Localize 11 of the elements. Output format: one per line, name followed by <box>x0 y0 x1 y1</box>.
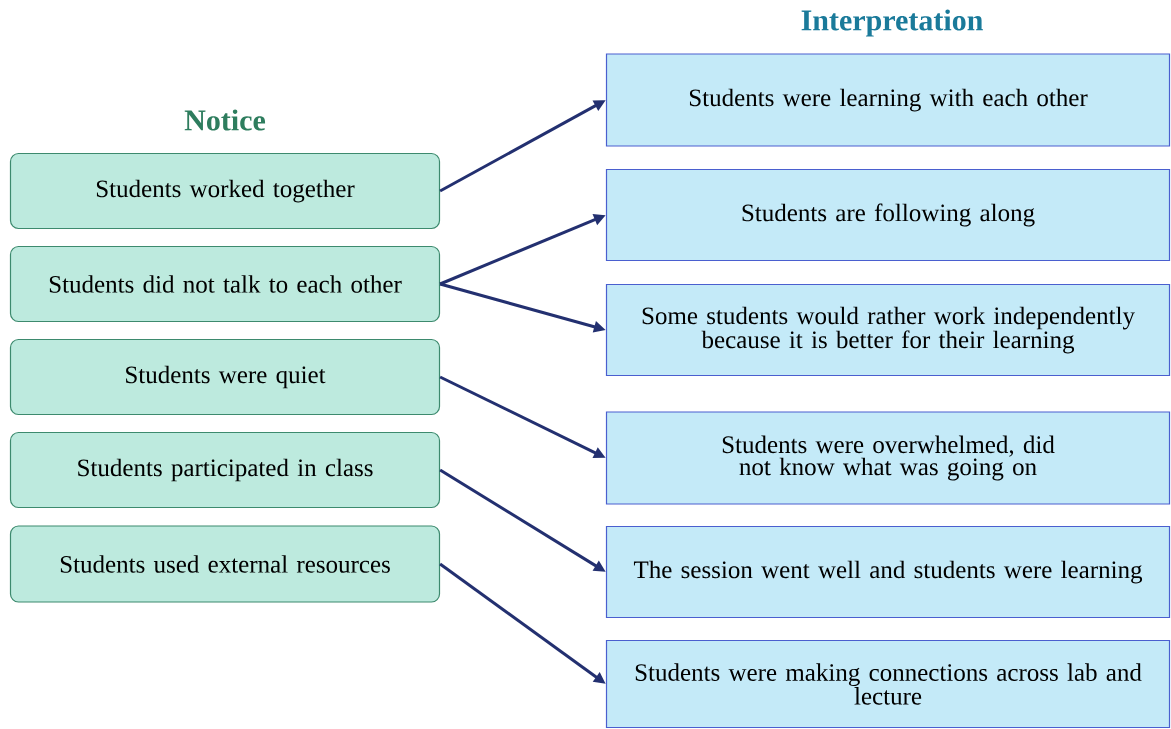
interpretation-box: Students were learning with each other <box>605 53 1171 147</box>
interpretation-box: Students are following along <box>605 168 1171 262</box>
interpretation-box: Students were making connections across lab and lecture <box>605 639 1171 729</box>
interpretation-box: Some students would rather work independently because it is better for their learning <box>605 283 1171 377</box>
notice-box: Students were quiet <box>9 338 441 416</box>
notice-box: Students participated in class <box>9 431 441 509</box>
interpretation-box: The session went well and students were learning <box>605 525 1171 619</box>
notice-box: Students used external resources <box>9 525 441 603</box>
interpretation-box: Students were overwhelmed, did not know what was going on <box>605 411 1171 505</box>
notice-box: Students worked together <box>9 152 441 230</box>
notice-box: Students did not talk to each other <box>9 245 441 323</box>
